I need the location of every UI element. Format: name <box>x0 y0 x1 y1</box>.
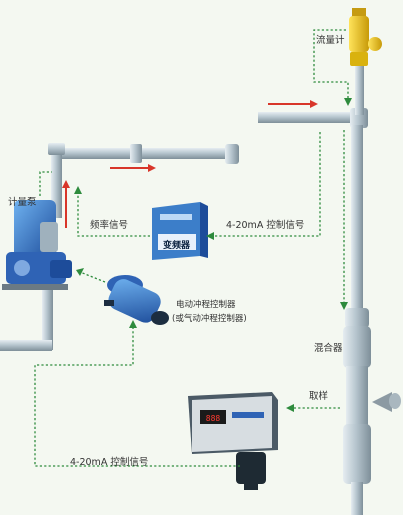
inverter-icon <box>152 202 208 260</box>
pipe-fitting <box>130 144 142 163</box>
pipe-pump-riser <box>51 150 62 218</box>
metering-pump-icon <box>2 200 72 290</box>
signal-pump-top <box>39 171 52 196</box>
flowmeter-icon <box>349 8 382 66</box>
pipe-bottom-left <box>0 340 52 351</box>
svg-text:888: 888 <box>206 414 221 423</box>
control-signal-bottom-label: 4-20mA 控制信号 <box>70 457 149 468</box>
flow-arrow-riser <box>62 180 70 228</box>
flow-arrow-top-left <box>110 164 156 172</box>
pipe-top-right <box>258 112 358 123</box>
flow-arrow-top-right <box>268 100 318 108</box>
sampling-label: 取样 <box>309 391 329 402</box>
signal-lines <box>34 29 349 467</box>
mixer-label: 混合器 <box>314 343 343 354</box>
flow-arrows <box>62 100 318 228</box>
mixer-icon <box>343 308 401 515</box>
pipe-top-left <box>55 148 235 159</box>
metering-pump-label: 计量泵 <box>8 197 37 208</box>
signal-control-bottom <box>34 325 240 467</box>
pulse-controller-alt-label: (或气动冲程控制器) <box>172 314 247 324</box>
flowmeter-label: 流量计 <box>316 35 345 46</box>
pipe-main-vertical <box>351 125 363 310</box>
pulse-controller-label: 电动冲程控制器 <box>176 300 236 310</box>
pipe-flowmeter <box>355 45 364 115</box>
control-signal-right-label: 4-20mA 控制信号 <box>226 220 305 231</box>
signal-controller-pump <box>79 271 106 283</box>
signal-control-right <box>210 132 321 237</box>
pipe-elbow <box>48 143 65 155</box>
inverter-label: 变频器 <box>163 241 191 251</box>
frequency-signal-label: 频率信号 <box>90 220 129 231</box>
analyzer-icon: 888 <box>188 392 278 490</box>
signal-arrowheads <box>74 98 352 412</box>
pipe-pump-outlet <box>42 285 53 350</box>
signal-frequency <box>77 190 150 237</box>
signal-flowmeter <box>313 29 349 102</box>
pulse-controller-icon <box>104 275 169 325</box>
pipe-network <box>0 45 368 351</box>
pipe-elbow <box>225 144 239 164</box>
